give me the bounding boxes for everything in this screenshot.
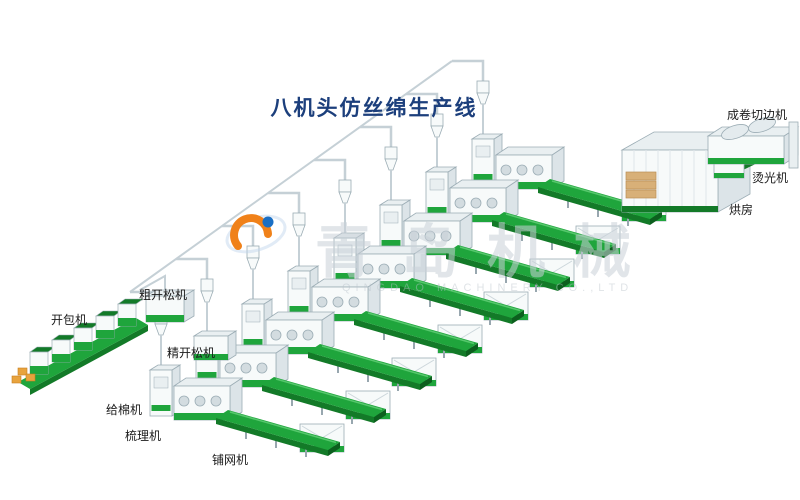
label-roll-cutter: 成卷切边机 bbox=[727, 108, 788, 122]
oven-tray-stack bbox=[625, 171, 657, 199]
watermark: 青岛机械 QINGDAO MACHINERY CO.,LTD bbox=[225, 214, 659, 294]
label-carding: 梳理机 bbox=[125, 429, 162, 443]
watermark-text: 青岛机械 bbox=[315, 220, 659, 285]
label-web-layer: 铺网机 bbox=[212, 453, 249, 467]
label-drying-room: 烘房 bbox=[729, 203, 754, 217]
fabric-roll bbox=[748, 117, 776, 133]
bale-opener-machine bbox=[11, 298, 148, 395]
side-panel bbox=[788, 121, 799, 169]
roll-cutting-machine bbox=[706, 117, 800, 169]
watermark-subtext: QINGDAO MACHINERY CO.,LTD bbox=[342, 282, 633, 294]
coarse-opener-machine bbox=[144, 278, 196, 323]
page-title: 八机头仿丝绵生产线 bbox=[270, 97, 478, 120]
cotton-bales bbox=[11, 367, 36, 384]
label-cotton-feeder: 给棉机 bbox=[106, 403, 143, 417]
label-coarse-opener: 粗开松机 bbox=[139, 288, 188, 302]
watermark-logo-dot-icon bbox=[262, 216, 274, 228]
label-fine-opener: 精开松机 bbox=[167, 346, 216, 360]
fine-opener-machine bbox=[192, 330, 238, 361]
label-bale-opener: 开包机 bbox=[51, 313, 88, 327]
label-ironing: 烫光机 bbox=[752, 171, 789, 185]
